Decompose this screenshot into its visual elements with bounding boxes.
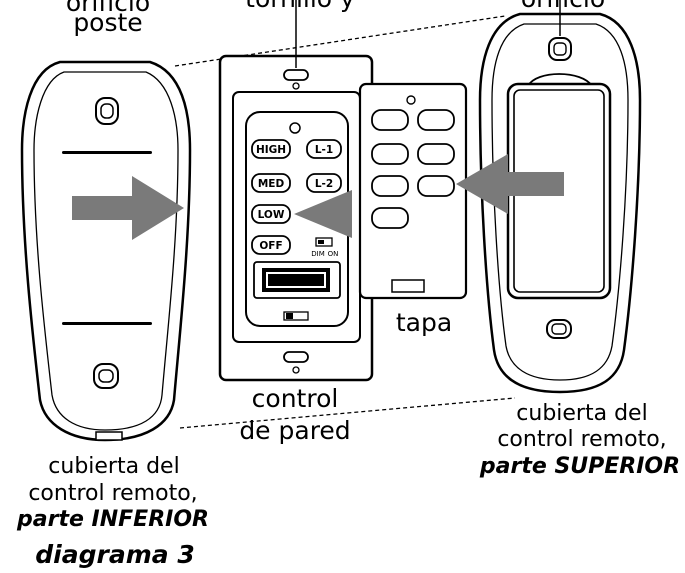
wall-btn-med: MED	[258, 178, 285, 190]
dashed-alignment-lines	[174, 15, 516, 429]
label-tornillo: tornillo y	[230, 0, 370, 12]
label-poste: poste	[73, 8, 143, 37]
arrow-top-cover-to-tapa	[456, 154, 564, 214]
wall-control	[218, 54, 374, 382]
wall-btn-l1: L-1	[315, 144, 333, 156]
label-left-cover-1: cubierta del	[48, 454, 180, 479]
leader-lines	[295, 0, 561, 68]
tapa-cover-plate	[358, 82, 468, 300]
wall-btn-off: OFF	[259, 240, 282, 252]
label-poste-top: orificio	[65, 0, 151, 17]
label-right-cover-bold: parte SUPERIOR	[479, 454, 681, 479]
label-orificio-right: orificio	[508, 0, 618, 12]
remote-cover-bottom	[20, 60, 192, 442]
label-tapa: tapa	[395, 308, 453, 337]
arrow-tapa-to-wall-control	[294, 190, 352, 238]
wall-btn-high: HIGH	[256, 144, 286, 156]
diagram-title: diagrama 3	[35, 540, 195, 569]
wall-btn-l2: L-2	[315, 178, 333, 190]
label-left-cover-bold: parte INFERIOR	[17, 507, 209, 532]
label-right-cover-1: cubierta del	[516, 401, 648, 426]
arrow-into-wall-control	[72, 176, 184, 240]
label-left-cover-2: control remoto,	[28, 481, 198, 506]
switch-dim-label: DIM	[311, 250, 325, 258]
label-de-pared: de pared	[239, 416, 351, 445]
wall-btn-low: LOW	[258, 209, 285, 221]
remote-cover-top	[478, 12, 642, 394]
switch-on-label: ON	[328, 250, 339, 258]
label-right-cover-2: control remoto,	[497, 427, 667, 452]
label-control: control	[251, 384, 339, 413]
